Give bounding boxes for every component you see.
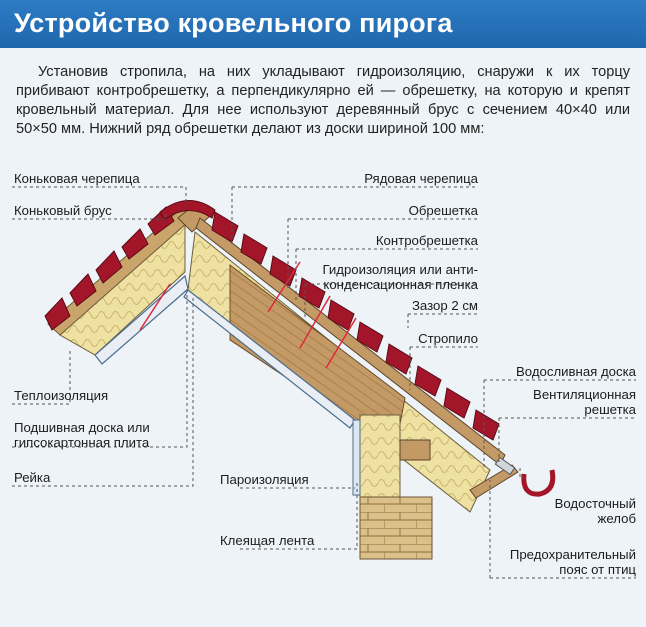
label-tape: Клеящая лента <box>220 533 315 548</box>
brick-wall <box>359 496 433 560</box>
drip-board <box>469 464 519 499</box>
gutter <box>521 469 556 497</box>
label-gutter-1: Водосточный <box>554 496 636 511</box>
title-banner: Устройство кровельного пирога <box>0 0 646 48</box>
intro-paragraph: Установив стропила, на них укладывают ги… <box>16 64 630 137</box>
label-bird-2: пояс от птиц <box>559 562 636 577</box>
page-title: Устройство кровельного пирога <box>14 8 453 38</box>
label-ridge-tile: Коньковая черепица <box>14 171 140 186</box>
label-drip-board: Водосливная доска <box>516 364 636 379</box>
label-waterproof-1: Гидроизоляция или анти- <box>322 262 478 277</box>
label-gutter-2: желоб <box>597 511 636 526</box>
ridge-tile <box>159 200 216 221</box>
vent-grille <box>494 456 516 476</box>
leader-lines <box>12 186 636 579</box>
label-vent-1: Вентиляционная <box>533 387 636 402</box>
label-batten: Рейка <box>14 470 51 485</box>
wall-insulation <box>359 414 401 498</box>
label-gap: Зазор 2 см <box>411 298 478 313</box>
label-lining-1: Подшивная доска или <box>14 420 150 435</box>
label-counter-lathing: Контробрешетка <box>375 233 478 248</box>
label-rafter: Стропило <box>418 331 478 346</box>
label-waterproof-2: конденсационная пленка <box>323 277 478 292</box>
right-lining <box>183 289 356 429</box>
label-vent-2: решетка <box>584 402 636 417</box>
top-plate <box>399 439 431 461</box>
label-lining-2: гипсокартонная плита <box>14 435 150 450</box>
label-ridge-beam: Коньковый брус <box>14 203 112 218</box>
label-row-tile: Рядовая черепица <box>364 171 478 186</box>
label-bird-1: Предохранительный <box>509 547 636 562</box>
label-insulation: Теплоизоляция <box>14 388 109 403</box>
cut-lines <box>139 261 357 369</box>
label-lathing: Обрешетка <box>408 203 478 218</box>
label-vapor: Пароизоляция <box>220 472 309 487</box>
